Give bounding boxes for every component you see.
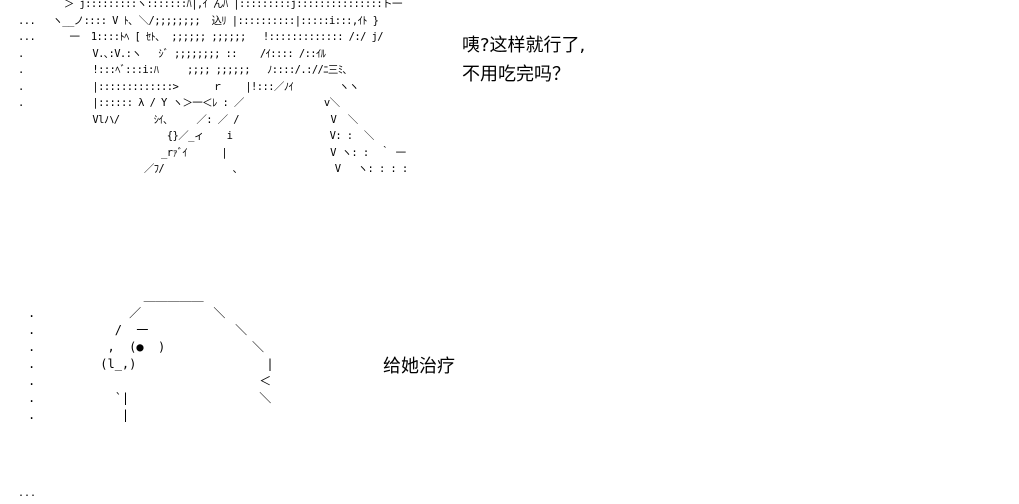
dialogue-text-top: 咦?这样就行了, 不用吃完吗？ — [462, 35, 586, 85]
ascii-art-line: Vlハ/ ｼｲ､ ／: ／ / V ＼ — [18, 113, 358, 126]
ascii-art-line: . / 一 ＼ — [28, 323, 248, 337]
ascii-art-line: . ＜ — [28, 374, 272, 388]
ascii-art-line: . |:::::: λ / Y ヽ＞一＜ﾚ : ／ v＼ — [18, 97, 340, 109]
ascii-art-line: . | — [28, 408, 130, 422]
ascii-art-line: . `| ＼ — [28, 391, 272, 405]
ascii-art-character-top: ＞ j:::::::::ヽ:::::::ﾊ|,ｲ んﾊ |:::::::::j:… — [18, 0, 408, 178]
ascii-art-line: ＿＿＿＿＿ — [28, 289, 204, 303]
ascii-art-line: . (l_,) | — [28, 357, 274, 371]
ascii-art-line: . !:::ﾍﾞ:::i:ﾊ ;;;; ;;;;;; ﾉ::::/.://ﾆ三ﾐ… — [18, 64, 348, 76]
ascii-art-line: ＞ j:::::::::ヽ:::::::ﾊ|,ｲ んﾊ |:::::::::j:… — [18, 0, 403, 10]
ascii-art-line: ／ﾌ/ ､ V ヽ: : : : — [18, 163, 408, 175]
ascii-art-character-bottom: ＿＿＿＿＿ . ／ ＼ . / 一 ＼ . , (● ) ＼ . (l_,) |… — [28, 288, 274, 424]
ascii-art-line: . , (● ) ＼ — [28, 340, 264, 354]
ascii-art-line: {}／_ィ i V: : ＼ — [18, 130, 375, 142]
ascii-art-line: ... 一 1::::ﾄﾍ [ ｾﾄ､ ;;;;;; ;;;;;; !:::::… — [18, 31, 384, 43]
dialogue-text-bottom: 给她治疗 — [383, 356, 455, 377]
ascii-art-line: _rｧﾞｲ | V ヽ: : ｀ 一 — [18, 146, 406, 159]
corner-dots: ... — [18, 488, 37, 499]
ascii-art-line: . ／ ＼ — [28, 306, 226, 320]
ascii-art-line: . V.､:V.:ヽ ｼﾞ ;;;;;;;; :: /ｲ:::: /::ｲﾙ — [18, 47, 326, 60]
ascii-art-line: . |:::::::::::::> ｒ |!:::／ﾉｲ ヽヽ — [18, 80, 359, 93]
ascii-art-line: ... ヽ__ノ:::: V ﾄ､ ＼/;;;;;;;; 込ﾘ |:::::::… — [18, 14, 379, 27]
